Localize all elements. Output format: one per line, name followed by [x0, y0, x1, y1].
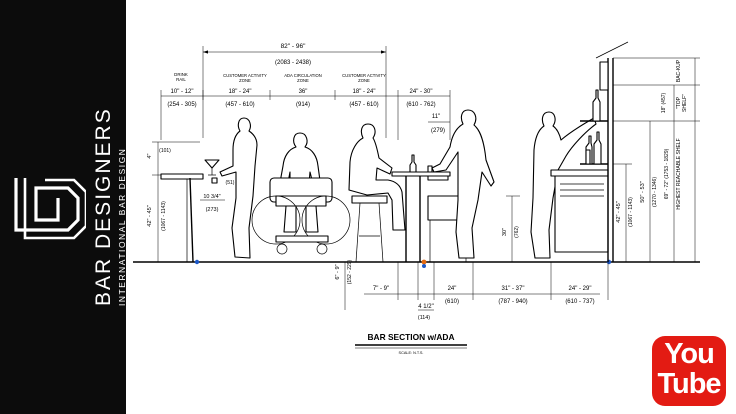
bottle-icon: [585, 149, 591, 165]
dim-offset: 10 3/4": [203, 194, 220, 200]
dim-right-1-mm: (1067 - 1143): [628, 197, 634, 227]
drink-rail: [160, 159, 220, 263]
bottle-icon: [409, 154, 417, 173]
dim-below-mm: (152 - 229): [347, 259, 353, 284]
counter-dimension: 30" (762): [502, 195, 520, 262]
right-dimensions: 42" - 45" (1067 - 1143) 50" - 53" (1270 …: [613, 57, 700, 262]
bottom-dimensions: 6" - 9" (152 - 229) 7" - 9" 24" (610) 31…: [335, 259, 609, 321]
dim-bottom-3-mm: (787 - 940): [498, 299, 527, 305]
youtube-logo-line1: You: [664, 338, 715, 370]
youtube-logo-icon[interactable]: You Tube: [652, 336, 726, 406]
overall-dim-label: 82" - 96": [281, 43, 307, 50]
dim-ada-mm: (914): [296, 102, 310, 108]
bottle-icon: [592, 89, 601, 122]
dim-shelf-mm: (101): [159, 148, 171, 154]
row-dimensions: 10" - 12" (254 - 305) 18" - 24" (457 - 6…: [160, 89, 451, 140]
dim-51: (51): [226, 180, 235, 186]
dim-top-shelf: "TOPSHELF": [676, 94, 688, 112]
dim-bottom-4-mm: (610 - 737): [565, 299, 594, 305]
dim-backup: BAC-KUP: [676, 59, 682, 82]
dim-bottom-4: 24" - 29": [569, 286, 592, 292]
bartender-reaching-figure: [530, 111, 597, 259]
brand-panel: BAR DESIGNERS INTERNATIONAL BAR DESIGN: [0, 0, 127, 414]
bar-designers-logo-icon: [14, 178, 86, 240]
dim-offset-mm: (273): [206, 207, 219, 213]
dim-counter-mm: (762): [514, 226, 520, 238]
dim-shelf: 4": [147, 153, 153, 158]
dim-bottom-2-mm: (610): [445, 299, 459, 305]
dim-rail-mm: (254 - 305): [167, 102, 196, 108]
floor-marker: [194, 259, 200, 265]
dim-right-1: 42" - 45": [616, 201, 622, 222]
dim-act1: 18" - 24": [229, 89, 252, 95]
dim-overhang: 11": [432, 114, 440, 120]
martini-glass-icon: [204, 159, 220, 169]
dim-right-2: 50" - 53": [640, 181, 646, 202]
dim-act1-mm: (457 - 610): [225, 102, 254, 108]
dim-bartop-mm: (610 - 762): [406, 102, 435, 108]
dim-bottom-1: 7" - 9": [373, 286, 389, 292]
dim-bartop: 24" - 30": [410, 89, 433, 95]
dim-right-2-mm: (1270 - 1346): [652, 177, 658, 207]
dim-overhang-mm: (279): [431, 128, 445, 134]
dim-rail: 10" - 12": [171, 89, 194, 95]
dim-right-3: 69" - 72" (1753 - 1829): [664, 148, 670, 199]
youtube-logo-line2: Tube: [657, 368, 721, 400]
dim-act2-mm: (457 - 610): [349, 102, 378, 108]
back-bar: [550, 41, 629, 262]
overall-dim-mm: (2083 - 2438): [275, 60, 311, 66]
dim-act2: 18" - 24": [353, 89, 376, 95]
dim-bottom-3: 31" - 37": [502, 286, 525, 292]
dim-ada: 36": [299, 89, 308, 95]
drawing-scale: SCALE: N.T.S.: [399, 351, 424, 355]
dim-counter: 30": [502, 228, 508, 236]
standing-patron-figure: [219, 117, 258, 259]
dim-toe: 4 1/2": [418, 304, 433, 310]
drawing-title: BAR SECTION w/ADA: [367, 332, 454, 342]
wheelchair-user-figure: [251, 132, 351, 255]
dim-rail-height-mm: (1067 - 1143): [161, 201, 167, 231]
dim-bottom-2: 24": [448, 286, 457, 292]
title-block: BAR SECTION w/ADA SCALE: N.T.S.: [355, 332, 467, 355]
dim-toe-mm: (114): [418, 315, 430, 321]
dim-below: 6" - 9": [335, 264, 341, 279]
bottle-icon: [593, 131, 602, 165]
dim-rail-height: 42" - 45": [147, 205, 153, 226]
floor-marker: [422, 264, 426, 268]
bartender-figure: [431, 109, 495, 259]
floor-marker: [421, 259, 427, 265]
seated-patron-figure: [348, 123, 406, 263]
dim-right-5: 18" (457): [661, 92, 667, 113]
dim-right-4: HIGHEST REACHABLE SHELF: [676, 138, 682, 209]
